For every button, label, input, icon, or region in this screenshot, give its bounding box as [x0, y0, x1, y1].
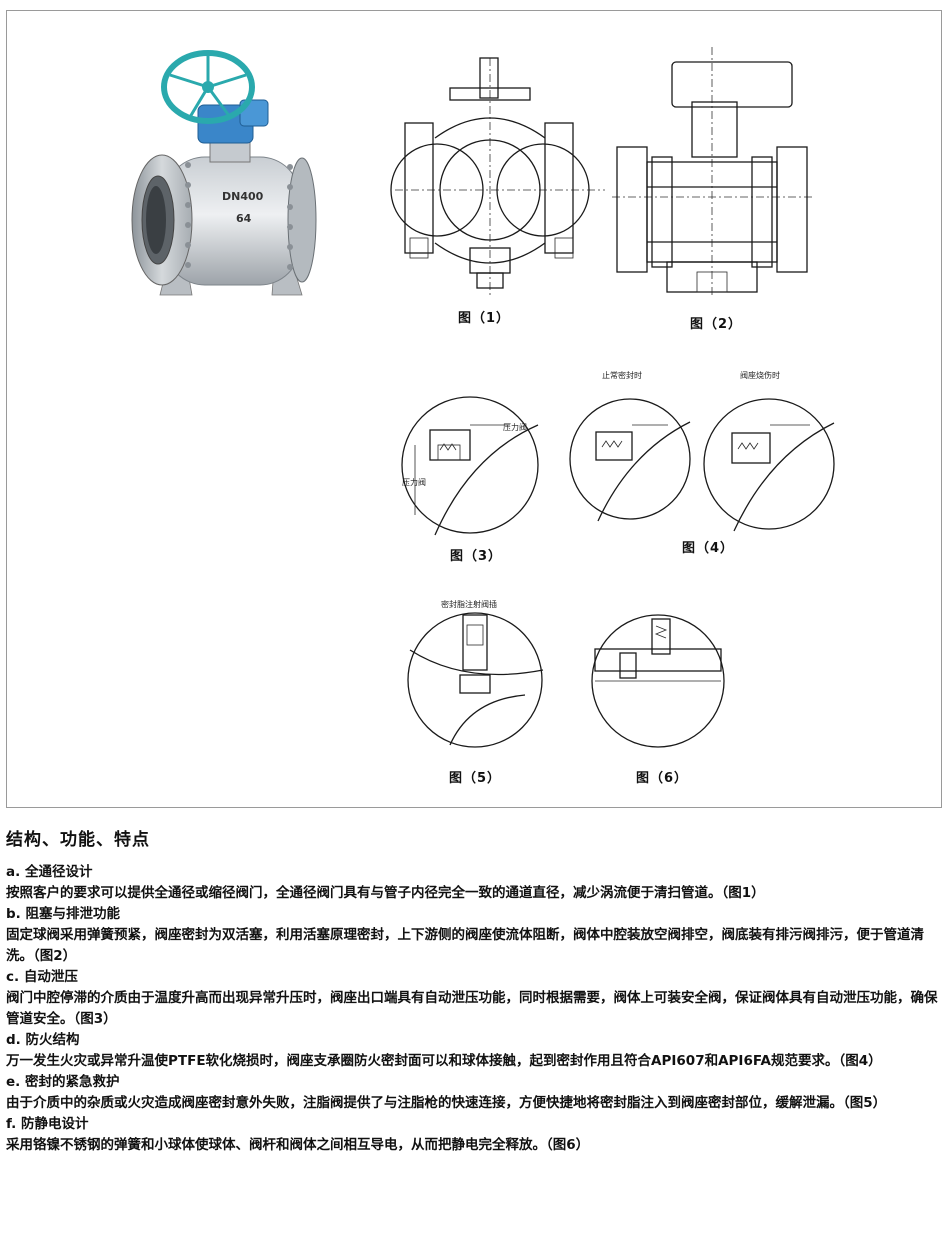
figure-5-note: 密封脂注射阀插 — [441, 600, 497, 609]
figure-6-drawing — [591, 614, 725, 748]
feature-item-b: b. 阻塞与排泄功能 固定球阀采用弹簧预紧，阀座密封为双活塞，利用活塞原理密封，… — [6, 904, 944, 967]
figure-4-drawing-left — [569, 398, 691, 522]
feature-item-f: f. 防静电设计 采用铬镍不锈钢的弹簧和小球体使球体、阀杆和阀体之间相互导电，从… — [6, 1114, 944, 1156]
feature-text: 万一发生火灾或异常升温使PTFE软化烧损时，阀座支承圈防火密封面可以和球体接触，… — [6, 1053, 882, 1069]
figure-2-caption: 图（2） — [690, 317, 743, 332]
figure-4-note-right: 阀座烧伤时 — [740, 371, 780, 380]
photo-size-label: DN400 — [222, 190, 264, 203]
feature-text: 固定球阀采用弹簧预紧，阀座密封为双活塞，利用活塞原理密封，上下游侧的阀座使流体阻… — [6, 927, 924, 964]
feature-text: 按照客户的要求可以提供全通径或缩径阀门，全通径阀门具有与管子内径完全一致的通道直… — [6, 885, 765, 901]
feature-item-c: c. 自动泄压 阀门中腔停滞的介质由于温度升高而出现异常升压时，阀座出口端具有自… — [6, 967, 944, 1030]
figure-2-drawing — [612, 47, 812, 297]
figure-4-caption: 图（4） — [682, 541, 735, 556]
feature-item-d: d. 防火结构 万一发生火灾或异常升温使PTFE软化烧损时，阀座支承圈防火密封面… — [6, 1030, 944, 1072]
section-title: 结构、功能、特点 — [6, 830, 150, 850]
feature-heading: f. 防静电设计 — [6, 1116, 89, 1132]
figure-5-caption: 图（5） — [449, 771, 502, 786]
figure-3-caption: 图（3） — [450, 549, 503, 564]
feature-text: 阀门中腔停滞的介质由于温度升高而出现异常升压时，阀座出口端具有自动泄压功能，同时… — [6, 990, 938, 1027]
feature-text: 由于介质中的杂质或火灾造成阀座密封意外失败，注脂阀提供了与注脂枪的快速连接，方便… — [6, 1095, 887, 1111]
figure-4-drawing-right — [703, 398, 835, 532]
figure-1-drawing — [390, 57, 605, 298]
figure-6-caption: 图（6） — [636, 771, 689, 786]
feature-heading: d. 防火结构 — [6, 1032, 80, 1048]
feature-item-a: a. 全通径设计 按照客户的要求可以提供全通径或缩径阀门，全通径阀门具有与管子内… — [6, 862, 944, 904]
photo-pressure-label: 64 — [236, 212, 252, 225]
valve-photo — [131, 50, 317, 296]
feature-item-e: e. 密封的紧急救护 由于介质中的杂质或火灾造成阀座密封意外失败，注脂阀提供了与… — [6, 1072, 944, 1114]
features-section: 结构、功能、特点 a. 全通径设计 按照客户的要求可以提供全通径或缩径阀门，全通… — [6, 825, 944, 1156]
feature-heading: a. 全通径设计 — [6, 864, 93, 880]
figure-4-note-left: 止常密封时 — [602, 371, 642, 380]
figure-3-drawing — [401, 396, 539, 536]
figure-3-note-left: 压力阀 — [402, 478, 426, 487]
figure-5-drawing — [407, 612, 544, 748]
feature-heading: b. 阻塞与排泄功能 — [6, 906, 120, 922]
figure-3-note-right: 压力阀 — [503, 423, 527, 432]
feature-heading: c. 自动泄压 — [6, 969, 78, 985]
feature-heading: e. 密封的紧急救护 — [6, 1074, 120, 1090]
figure-1-caption: 图（1） — [458, 311, 511, 326]
feature-text: 采用铬镍不锈钢的弹簧和小球体使球体、阀杆和阀体之间相互导电，从而把静电完全释放。… — [6, 1137, 590, 1153]
